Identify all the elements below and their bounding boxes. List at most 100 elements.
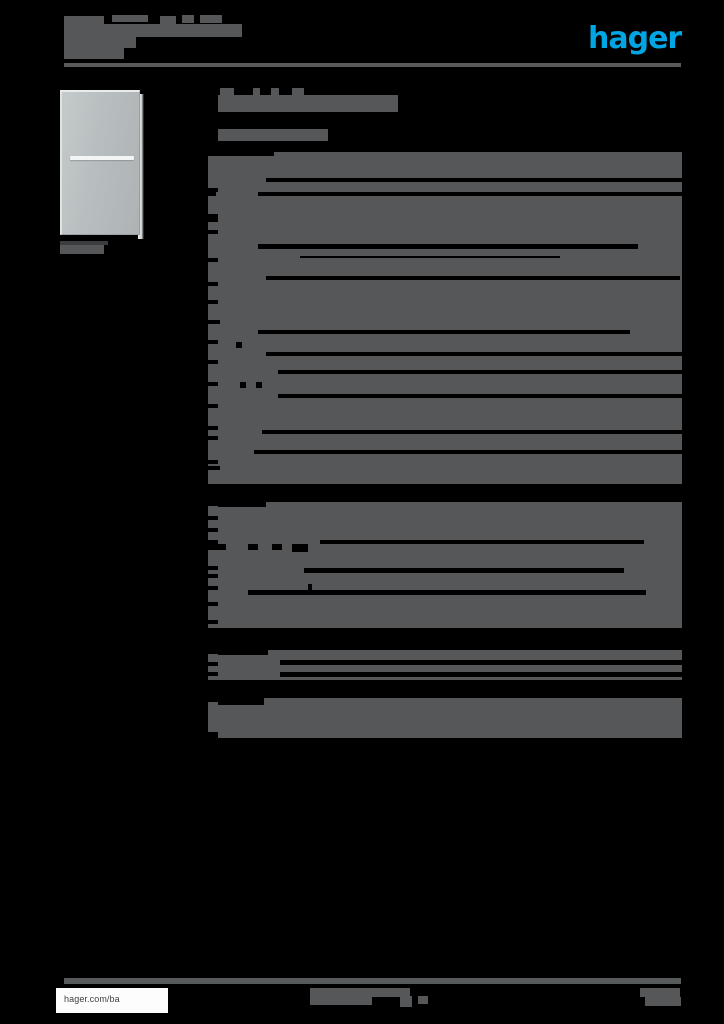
table-row	[208, 466, 682, 484]
table-group-separator	[208, 628, 682, 650]
table-cell-gap	[208, 382, 218, 386]
table-cell-gap	[308, 584, 312, 594]
table-cell-gap	[208, 152, 222, 156]
table-cell-gap	[208, 218, 218, 222]
page-title-ascender-3	[271, 88, 279, 96]
table-cell-gap	[208, 340, 218, 344]
product-image-shadow	[138, 94, 144, 239]
footer-center-block-4	[418, 996, 428, 1004]
table-cell-gap	[258, 244, 638, 249]
table-cell-gap	[208, 230, 218, 234]
table-cell-gap	[258, 192, 682, 196]
hager-logo-text: hager	[588, 21, 682, 56]
table-cell-gap	[208, 732, 218, 738]
specification-table	[208, 152, 682, 738]
table-cell-gap	[218, 152, 274, 156]
header-title-word-5	[200, 15, 222, 23]
header-title-word-3	[160, 16, 176, 24]
table-cell-gap	[236, 342, 242, 348]
table-row	[208, 258, 682, 300]
table-group-separator	[208, 484, 682, 502]
table-cell-gap	[208, 426, 218, 430]
table-cell-gap	[208, 516, 218, 520]
header-title-word-4	[182, 15, 194, 23]
table-group-separator	[208, 680, 682, 698]
table-cell-gap	[262, 430, 682, 434]
table-row	[208, 602, 682, 628]
table-cell-gap	[208, 566, 218, 570]
table-cell-gap	[208, 620, 218, 624]
table-cell-gap	[208, 662, 218, 666]
table-cell-gap	[218, 650, 268, 655]
footer-center-block-3	[400, 996, 412, 1007]
table-cell-gap	[248, 544, 258, 550]
table-cell-gap	[208, 502, 222, 506]
table-cell-gap	[208, 586, 218, 590]
hager-logo: hager	[588, 21, 682, 56]
product-image-caption	[60, 245, 104, 254]
table-cell-gap	[208, 320, 220, 324]
table-cell-gap	[266, 352, 682, 356]
table-cell-gap	[208, 650, 220, 654]
table-cell-gap	[208, 300, 218, 304]
table-cell-gap	[304, 568, 624, 573]
table-row	[208, 544, 682, 574]
table-cell-gap	[208, 282, 218, 286]
header-subtitle-line-1	[64, 24, 242, 37]
header-title-word-2	[112, 15, 148, 22]
footer-right-block-2	[645, 997, 681, 1006]
table-cell-gap	[208, 360, 218, 364]
table-cell-gap	[208, 404, 218, 408]
table-cell-gap	[208, 436, 218, 440]
table-cell-gap	[248, 590, 646, 595]
table-cell-gap	[320, 540, 644, 545]
footer-center-block-1	[310, 988, 410, 997]
table-row	[208, 192, 682, 218]
table-cell-gap	[208, 214, 218, 218]
page-header	[0, 0, 724, 72]
product-image	[60, 90, 140, 235]
footer-url-box[interactable]: hager.com/ba	[56, 988, 168, 1013]
table-row	[208, 698, 682, 738]
table-cell-gap	[208, 602, 218, 606]
page-title-ascender-4	[292, 88, 304, 96]
table-cell-gap	[240, 382, 246, 388]
header-rule	[64, 63, 681, 67]
footer-rule	[64, 978, 681, 984]
table-cell-gap	[208, 528, 218, 532]
table-row	[208, 574, 682, 602]
table-cell-gap	[218, 502, 266, 507]
header-subtitle-line-3	[64, 48, 124, 59]
table-cell-gap	[208, 258, 218, 262]
table-cell-gap	[266, 178, 682, 182]
table-row	[208, 340, 682, 360]
table-row	[208, 382, 682, 404]
table-cell-gap	[208, 544, 226, 550]
table-cell-gap	[258, 330, 630, 334]
footer-center-block-2	[310, 997, 372, 1005]
table-cell-gap	[208, 460, 218, 464]
page-subtitle	[218, 129, 328, 141]
table-cell-gap	[208, 574, 218, 578]
product-caption-top-rule	[60, 241, 108, 245]
table-row	[208, 436, 682, 466]
rocker-switch-icon	[70, 156, 134, 160]
table-row	[208, 218, 682, 261]
table-cell-gap	[208, 188, 218, 192]
table-cell-gap	[272, 544, 282, 550]
table-cell-gap	[256, 382, 262, 388]
header-title-word-1	[64, 16, 104, 25]
table-cell-gap	[208, 192, 216, 196]
table-cell-gap	[218, 698, 264, 705]
table-cell-gap	[280, 672, 682, 677]
table-cell-gap	[208, 466, 220, 470]
table-row	[208, 300, 682, 340]
table-cell-gap	[208, 540, 218, 544]
page-title	[218, 95, 398, 112]
table-row	[208, 404, 682, 436]
table-cell-gap	[292, 544, 308, 552]
footer-url-text[interactable]: hager.com/ba	[64, 994, 120, 1004]
table-row	[208, 502, 682, 545]
table-cell-gap	[254, 450, 682, 454]
table-cell-gap	[208, 672, 218, 676]
